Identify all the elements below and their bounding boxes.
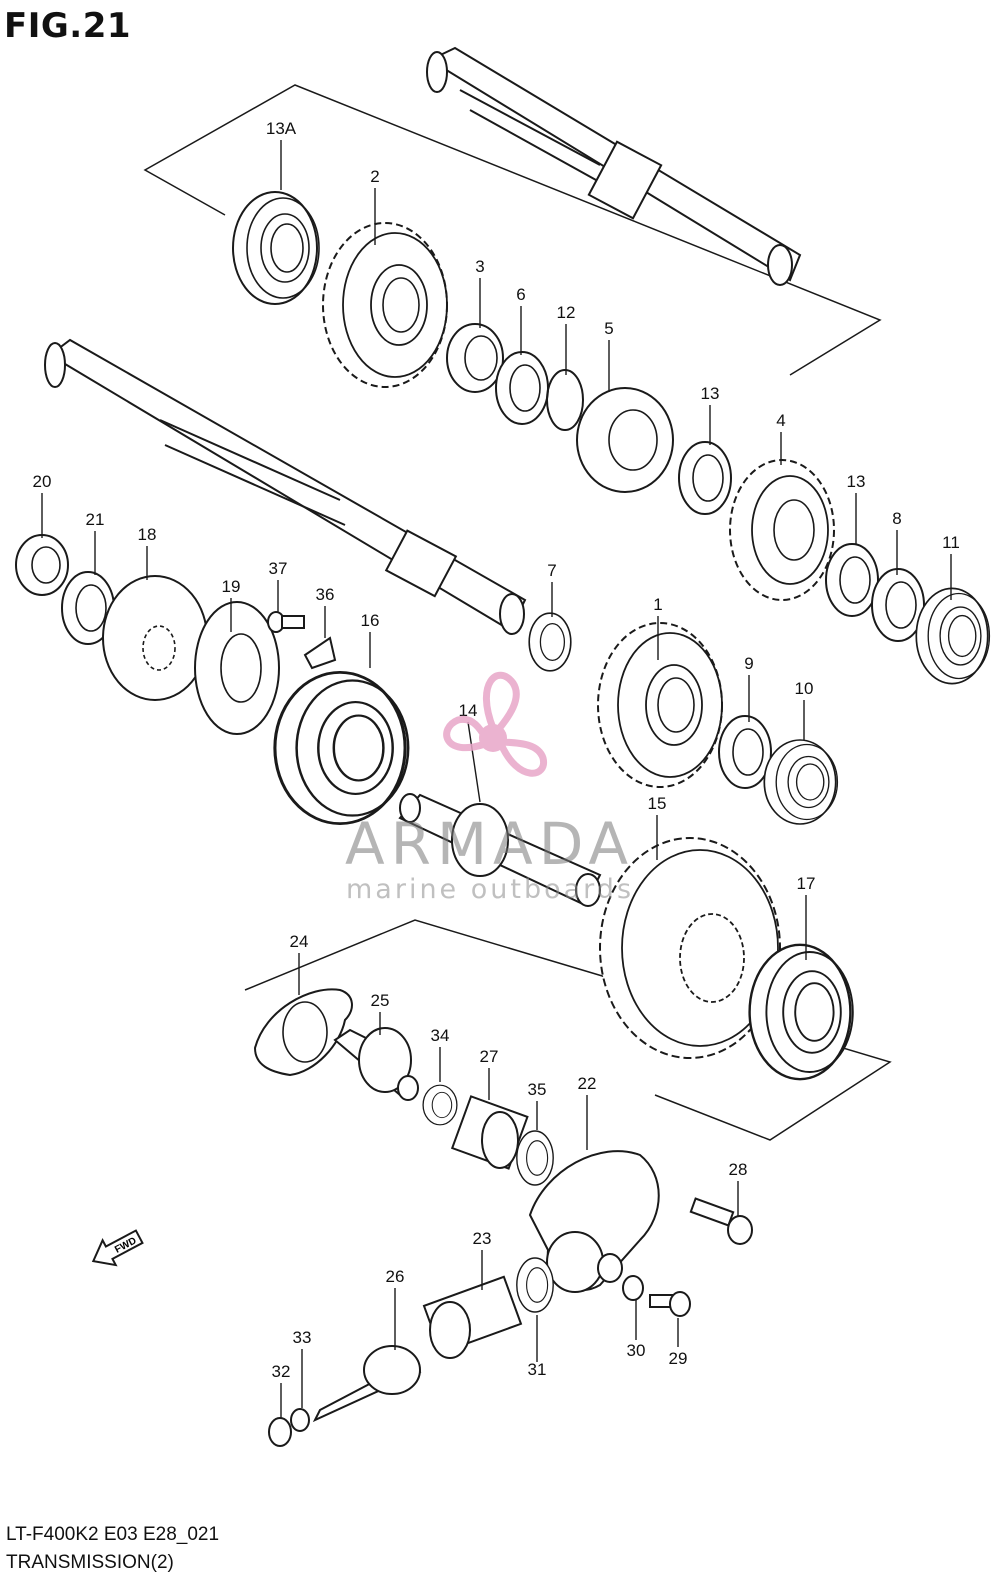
callout-18: 18 [138,525,157,544]
watermark-tagline: marine outboards [346,874,635,905]
callout-26: 26 [386,1267,405,1286]
assembly-guide-lines [143,84,892,1141]
callout-13-a: 13 [701,384,720,403]
callout-29: 29 [669,1349,688,1368]
part-1-gear [597,622,723,788]
callout-5: 5 [604,319,613,338]
callout-14: 14 [459,701,478,720]
part-10-bearing [763,739,839,825]
callout-27: 27 [480,1047,499,1066]
part-29-bolt [649,1291,691,1317]
figure-name: TRANSMISSION(2) [6,1552,174,1573]
callout-24: 24 [290,932,309,951]
callout-36: 36 [316,585,335,604]
part-12-circlip [546,369,584,431]
part-35-o-ring [516,1130,554,1186]
callout-28: 28 [729,1160,748,1179]
part-30-washer [622,1275,644,1301]
callout-8: 8 [892,509,901,528]
part-7-washer [528,612,572,672]
callout-9: 9 [744,654,753,673]
figure-title: FIG.21 [4,6,132,46]
part-18-bevel-gear [102,575,208,701]
part-19-shim [194,601,280,735]
callout-19: 19 [222,577,241,596]
callout-30: 30 [627,1341,646,1360]
callout-11: 11 [942,533,960,552]
callout-16: 16 [361,611,380,630]
callout-37: 37 [269,559,288,578]
leader-lines [41,140,952,1418]
callout-25: 25 [371,991,390,1010]
callout-32: 32 [272,1362,291,1381]
callout-31: 31 [528,1360,547,1379]
callout-13a: 13A [266,119,297,138]
callout-23: 23 [473,1229,492,1248]
callout-2: 2 [370,167,379,186]
callout-labels: 13A 2 3 6 12 5 13 4 13 8 11 20 21 18 19 … [33,119,960,1381]
callout-21: 21 [86,510,105,529]
part-13a-bearing [232,191,320,305]
part-37-bolt [267,611,305,633]
part-33-washer [290,1408,310,1432]
callout-6: 6 [516,285,525,304]
part-6-washer [495,351,549,425]
callout-1: 1 [653,595,662,614]
fwd-arrow-icon: FWD [91,1229,144,1267]
part-32-nut [268,1417,292,1447]
callout-7: 7 [547,561,556,580]
figure-code: LT-F400K2 E03 E28_021 [6,1524,220,1545]
part-23-bushing [422,1275,523,1359]
armada-propeller-logo [443,671,547,777]
part-17-bearing [748,943,854,1081]
part-26-driven-gear [312,1345,422,1423]
callout-20: 20 [33,472,52,491]
part-2-gear [322,222,448,388]
part-20-nut [15,534,69,596]
part-11-bearing [915,587,991,685]
part-27-bushing [450,1095,529,1170]
callout-4: 4 [776,411,785,430]
callout-33: 33 [293,1328,312,1347]
part-28-bolt [689,1197,753,1245]
callout-3: 3 [475,257,484,276]
part-9-washer [718,715,772,789]
lower-shaft [44,338,527,635]
callout-35: 35 [528,1080,547,1099]
part-3-bushing [446,323,504,393]
upper-shaft [426,46,802,286]
callout-22: 22 [578,1074,597,1093]
part-31-o-ring [516,1257,554,1313]
watermark-brand: ARMADA [345,810,635,878]
part-36-plate [303,636,337,670]
part-5-dog-hub [576,387,674,493]
part-14-pinion-shaft [398,793,602,907]
part-24-gasket [253,988,353,1077]
callout-10: 10 [795,679,814,698]
part-4-gear [729,459,835,601]
part-13-washer-b [825,543,879,617]
part-22-housing [528,1150,660,1293]
part-16-bearing [273,670,410,826]
part-15-driven-gear [599,837,781,1059]
callout-12: 12 [557,303,576,322]
part-25-driver-gear [333,1027,419,1101]
part-13-washer-a [678,441,732,515]
callout-34: 34 [431,1026,450,1045]
callout-13-b: 13 [847,472,866,491]
part-34-o-ring [422,1084,458,1126]
callout-17: 17 [797,874,816,893]
callout-15: 15 [648,794,667,813]
